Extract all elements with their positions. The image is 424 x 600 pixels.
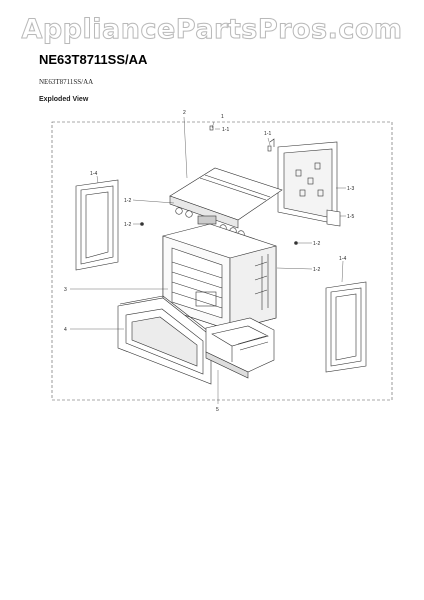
- callout-1: 1: [221, 114, 224, 120]
- callout-1-3: 1-3: [347, 186, 354, 192]
- storage-drawer: [205, 317, 275, 379]
- diagram-border: [51, 121, 393, 401]
- callout-5: 5: [216, 407, 219, 413]
- top-panel: [169, 167, 283, 238]
- callout-1-2-left: 1-2: [124, 222, 131, 228]
- callout-4: 4: [64, 327, 67, 333]
- callout-1-4-left: 1-4: [90, 171, 97, 177]
- callout-1-4-right: 1-4: [339, 256, 346, 262]
- callout-2: 2: [183, 110, 186, 116]
- right-door-frame: [325, 281, 367, 373]
- callout-1-2-side: 1-2: [313, 267, 320, 273]
- section-label: Exploded View: [39, 96, 89, 103]
- oven-body: [162, 223, 277, 331]
- callout-1-5: 1-5: [347, 214, 354, 220]
- watermark: AppliancePartsPros.com: [21, 14, 403, 46]
- callout-1-1-top: 1-1: [222, 127, 229, 133]
- oven-door: [117, 295, 213, 385]
- callout-3: 3: [64, 287, 67, 293]
- model-title: NE63T8711SS/AA: [39, 52, 148, 67]
- callout-1-2-left-top: 1-2: [124, 198, 131, 204]
- back-panel: [269, 138, 341, 227]
- model-subtitle: NE63T8711SS/AA: [39, 78, 94, 86]
- callout-1-1-right: 1-1: [264, 131, 271, 137]
- left-door-frame: [75, 179, 119, 271]
- callout-1-2-right: 1-2: [313, 241, 320, 247]
